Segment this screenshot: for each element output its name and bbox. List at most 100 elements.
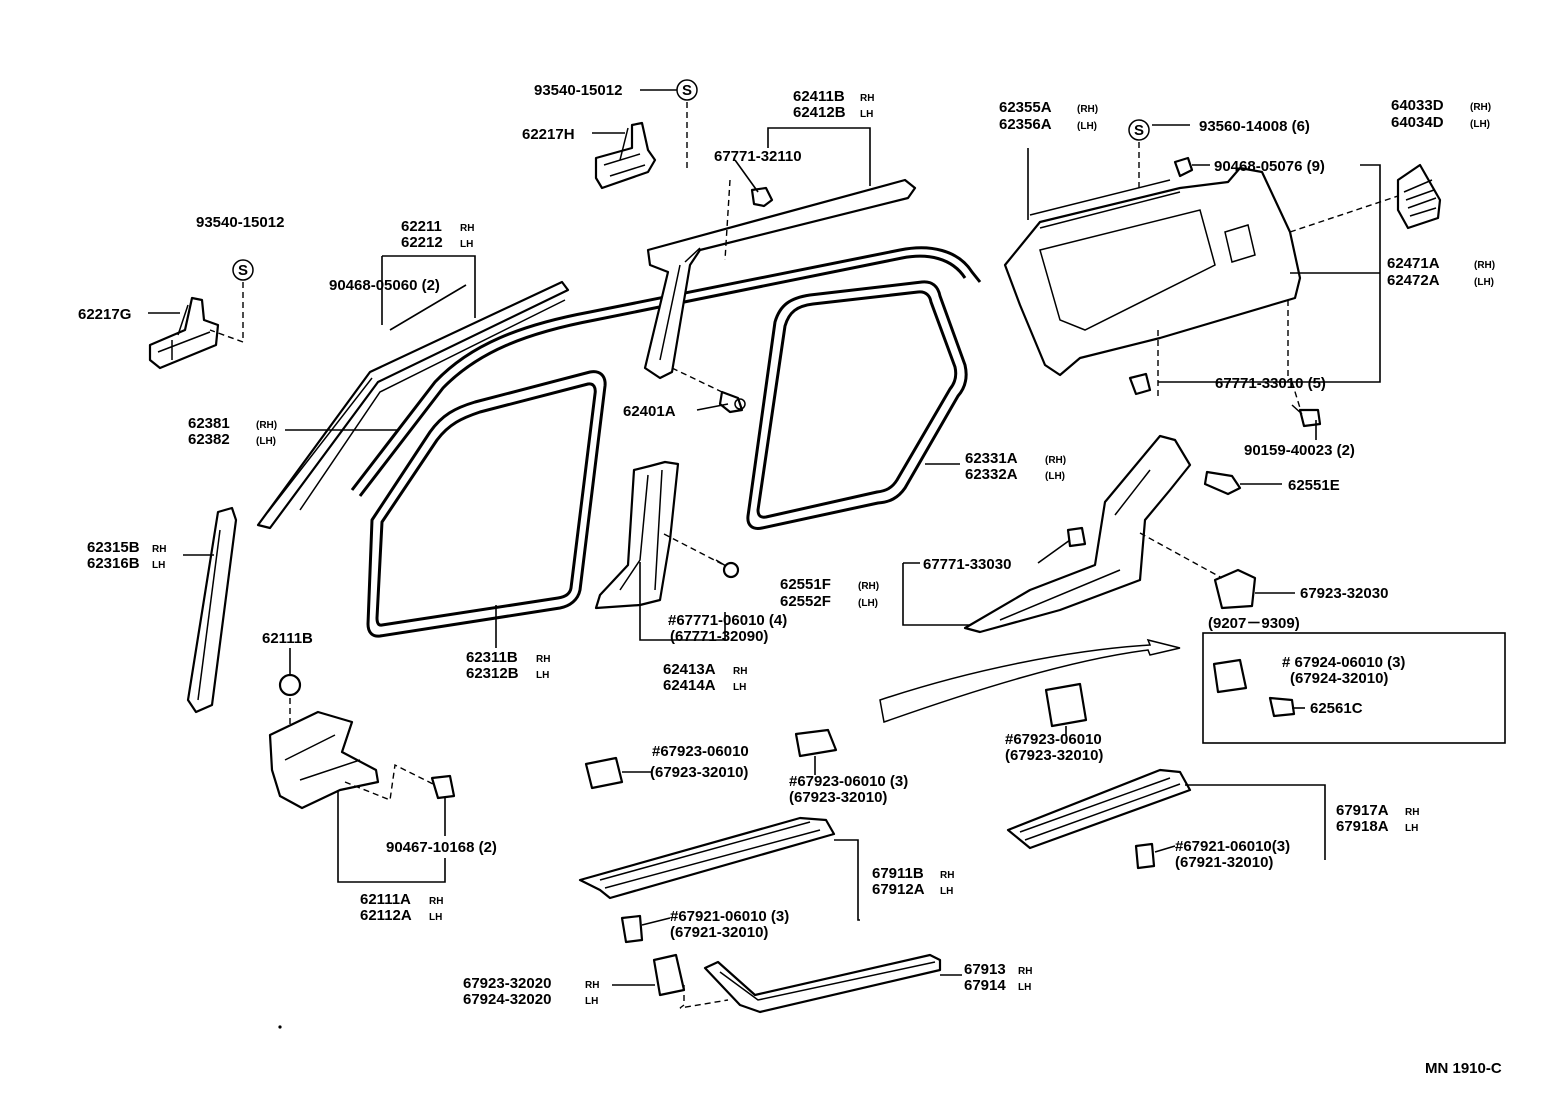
label-62471A: 62471A bbox=[1387, 255, 1440, 272]
svg-text:(LH): (LH) bbox=[256, 436, 276, 447]
s-clip-left: S bbox=[232, 259, 254, 281]
vent-64033D-drawing bbox=[1396, 163, 1442, 230]
label-62311B: 62311B bbox=[466, 649, 518, 666]
clip-67923-06010-c bbox=[1044, 682, 1088, 728]
svg-text:RH: RH bbox=[585, 980, 599, 991]
label-67771-32110: 67771-32110 bbox=[714, 148, 802, 165]
label-67921-32010-b: (67921-32010) bbox=[1175, 854, 1273, 871]
drawing-code: MN 1910-C bbox=[1425, 1060, 1502, 1077]
svg-text:LH: LH bbox=[1405, 823, 1418, 834]
clip-90467-10168 bbox=[430, 774, 456, 800]
clip-67923-06010-b bbox=[794, 728, 838, 758]
quarter-lower-trim-62551F-drawing bbox=[963, 434, 1192, 634]
label-67923-32020: 67923-32020 bbox=[463, 975, 551, 992]
label-62561C: 62561C bbox=[1310, 700, 1363, 717]
label-62217G: 62217G bbox=[78, 306, 131, 323]
direction-arrow bbox=[879, 638, 1181, 723]
svg-text:RH: RH bbox=[152, 544, 166, 555]
svg-text:(RH): (RH) bbox=[1045, 455, 1066, 466]
label-67923-06010-b: #67923-06010 (3) bbox=[789, 773, 908, 790]
label-62211: 62211 bbox=[401, 218, 442, 235]
label-62401A: 62401A bbox=[623, 403, 676, 420]
svg-text:(RH): (RH) bbox=[1474, 260, 1495, 271]
svg-text:LH: LH bbox=[1018, 982, 1031, 993]
a-pillar-garnish-62211-drawing bbox=[256, 280, 570, 530]
svg-text:(RH): (RH) bbox=[1077, 104, 1098, 115]
label-62411B: 62411B bbox=[793, 88, 845, 105]
label-62356A: 62356A bbox=[999, 116, 1052, 133]
label-62315B: 62315B bbox=[87, 539, 140, 556]
label-67923-06010-c: #67923-06010 bbox=[1005, 731, 1102, 748]
svg-text:LH: LH bbox=[536, 670, 549, 681]
label-62472A: 62472A bbox=[1387, 272, 1440, 289]
step-67913-drawing bbox=[703, 953, 942, 1014]
svg-text:RH: RH bbox=[460, 223, 474, 234]
label-67921-06010-b: #67921-06010(3) bbox=[1175, 838, 1290, 855]
svg-text:(LH): (LH) bbox=[1045, 471, 1065, 482]
svg-text:RH: RH bbox=[1405, 807, 1419, 818]
label-62312B: 62312B bbox=[466, 665, 519, 682]
label-67918A: 67918A bbox=[1336, 818, 1389, 835]
pillar-trim-62315B-drawing bbox=[186, 506, 238, 714]
label-67913: 67913 bbox=[964, 961, 1006, 978]
svg-text:RH: RH bbox=[860, 93, 874, 104]
label-date-range: (9207－9309) bbox=[1208, 615, 1300, 632]
label-67924-32010: (67924-32010) bbox=[1290, 670, 1388, 687]
clip-67923-32030 bbox=[1213, 568, 1257, 610]
clip-67771-33030 bbox=[1066, 526, 1087, 548]
label-67914: 67914 bbox=[964, 977, 1006, 994]
svg-text:RH: RH bbox=[536, 654, 550, 665]
clip-67923-32020 bbox=[652, 953, 686, 997]
clip-67921-06010-a bbox=[620, 914, 644, 944]
label-93540-left: 93540-15012 bbox=[196, 214, 284, 231]
label-62414A: 62414A bbox=[663, 677, 716, 694]
cowl-trim-62111A-drawing bbox=[268, 710, 380, 810]
clip-62561C bbox=[1268, 696, 1296, 718]
svg-text:S: S bbox=[1134, 122, 1144, 139]
label-62413A: 62413A bbox=[663, 661, 716, 678]
label-62381: 62381 bbox=[188, 415, 230, 432]
label-62412B: 62412B bbox=[793, 104, 846, 121]
center-pillar-62411B-drawing bbox=[643, 178, 917, 380]
label-62551E: 62551E bbox=[1288, 477, 1340, 494]
label-67924-06010: # 67924-06010 (3) bbox=[1282, 654, 1405, 671]
scuff-plate-67911B-drawing bbox=[578, 816, 836, 900]
label-93540-top: 93540-15012 bbox=[534, 82, 622, 99]
label-62316B: 62316B bbox=[87, 555, 140, 572]
label-62382: 62382 bbox=[188, 431, 230, 448]
svg-text:(RH): (RH) bbox=[1470, 102, 1491, 113]
svg-text:RH: RH bbox=[940, 870, 954, 881]
label-90468-05076: 90468-05076 (9) bbox=[1214, 158, 1325, 175]
svg-text:LH: LH bbox=[860, 109, 873, 120]
label-62212: 62212 bbox=[401, 234, 443, 251]
quarter-panel-62471A-drawing bbox=[1003, 166, 1302, 377]
label-67923-32030: 67923-32030 bbox=[1300, 585, 1388, 602]
svg-text:(LH): (LH) bbox=[858, 598, 878, 609]
clip-67923-06010-a bbox=[584, 756, 624, 790]
svg-text:LH: LH bbox=[460, 239, 473, 250]
label-67771-32090: (67771-32090) bbox=[670, 628, 768, 645]
label-67912A: 67912A bbox=[872, 881, 925, 898]
part-labels: 93540-15012 62217H 62411B RH 62412B LH 6… bbox=[78, 82, 1502, 1077]
label-62332A: 62332A bbox=[965, 466, 1018, 483]
label-67923-32010-a: (67923-32010) bbox=[650, 764, 748, 781]
clip-90468-05076 bbox=[1173, 156, 1194, 178]
label-62217H: 62217H bbox=[522, 126, 575, 143]
svg-text:LH: LH bbox=[940, 886, 953, 897]
label-67921-32010-a: (67921-32010) bbox=[670, 924, 768, 941]
label-67771-33030: 67771-33030 bbox=[923, 556, 1011, 573]
label-62331A: 62331A bbox=[965, 450, 1018, 467]
label-67771-33010: 67771-33010 (5) bbox=[1215, 375, 1326, 392]
label-64033D: 64033D bbox=[1391, 97, 1444, 114]
label-67911B: 67911B bbox=[872, 865, 924, 882]
clip-67771-33010 bbox=[1128, 372, 1152, 396]
bracket-62217H-drawing bbox=[594, 121, 657, 190]
label-67923-32010-c: (67923-32010) bbox=[1005, 747, 1103, 764]
label-62552F: 62552F bbox=[780, 593, 831, 610]
svg-text:RH: RH bbox=[1018, 966, 1032, 977]
label-62355A: 62355A bbox=[999, 99, 1052, 116]
svg-text:(LH): (LH) bbox=[1474, 277, 1494, 288]
label-67771-06010: #67771-06010 (4) bbox=[668, 612, 787, 629]
svg-text:(LH): (LH) bbox=[1077, 121, 1097, 132]
svg-text:LH: LH bbox=[429, 912, 442, 923]
